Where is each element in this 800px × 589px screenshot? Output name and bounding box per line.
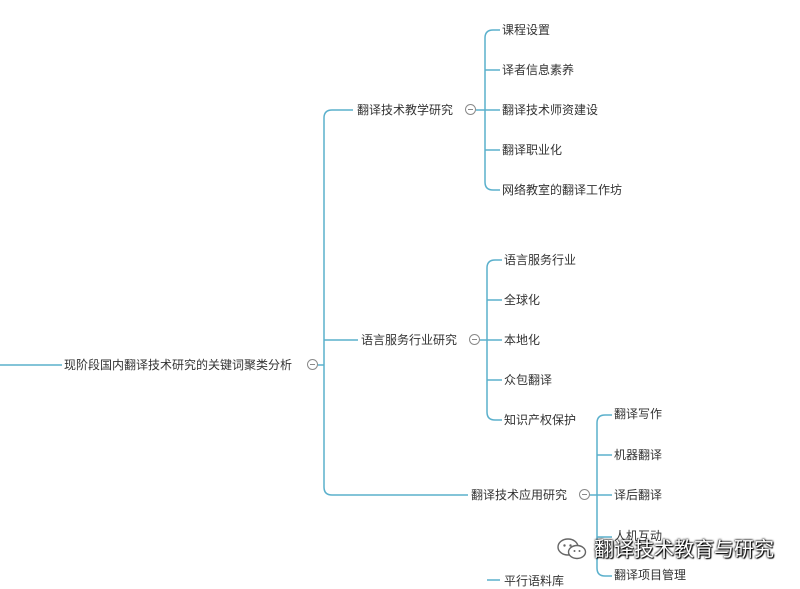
collapse-icon[interactable] — [465, 104, 476, 115]
leaf-node[interactable]: 语言服务行业 — [502, 252, 579, 268]
leaf-node[interactable]: 翻译项目管理 — [612, 567, 689, 583]
wechat-icon — [557, 538, 587, 560]
watermark-text: 翻译技术教育与研究 — [594, 537, 774, 561]
leaf-node[interactable]: 翻译职业化 — [500, 142, 565, 158]
leaf-node[interactable]: 机器翻译 — [612, 447, 665, 463]
leaf-node[interactable]: 人机互动 — [612, 528, 665, 544]
leaf-node[interactable]: 翻译写作 — [612, 406, 665, 422]
branch-node-teaching-research[interactable]: 翻译技术教学研究 — [355, 102, 456, 118]
branch-node-language-service[interactable]: 语言服务行业研究 — [359, 332, 460, 348]
main-trunk — [323, 109, 333, 496]
root-node-label[interactable]: 现阶段国内翻译技术研究的关键词聚类分析 — [62, 357, 295, 373]
collapse-icon[interactable] — [307, 359, 318, 370]
leaf-node[interactable]: 全球化 — [502, 292, 543, 308]
partial-leaf-node[interactable]: 平行语料库 — [502, 573, 567, 589]
leaf-node[interactable]: 译者信息素养 — [500, 62, 577, 78]
leaf-node[interactable]: 知识产权保护 — [502, 412, 579, 428]
branch-node-application-research[interactable]: 翻译技术应用研究 — [469, 487, 570, 503]
leaf-node[interactable]: 本地化 — [502, 332, 543, 348]
leaf-node[interactable]: 网络教室的翻译工作坊 — [500, 182, 625, 198]
collapse-icon[interactable] — [579, 489, 590, 500]
leaf-node[interactable]: 翻译技术师资建设 — [500, 102, 601, 118]
leaf-node[interactable]: 译后翻译 — [612, 487, 665, 503]
collapse-icon[interactable] — [469, 334, 480, 345]
leaf-node[interactable]: 课程设置 — [500, 22, 553, 38]
leaf-node[interactable]: 众包翻译 — [502, 372, 555, 388]
watermark: 翻译技术教育与研究 — [556, 536, 774, 562]
